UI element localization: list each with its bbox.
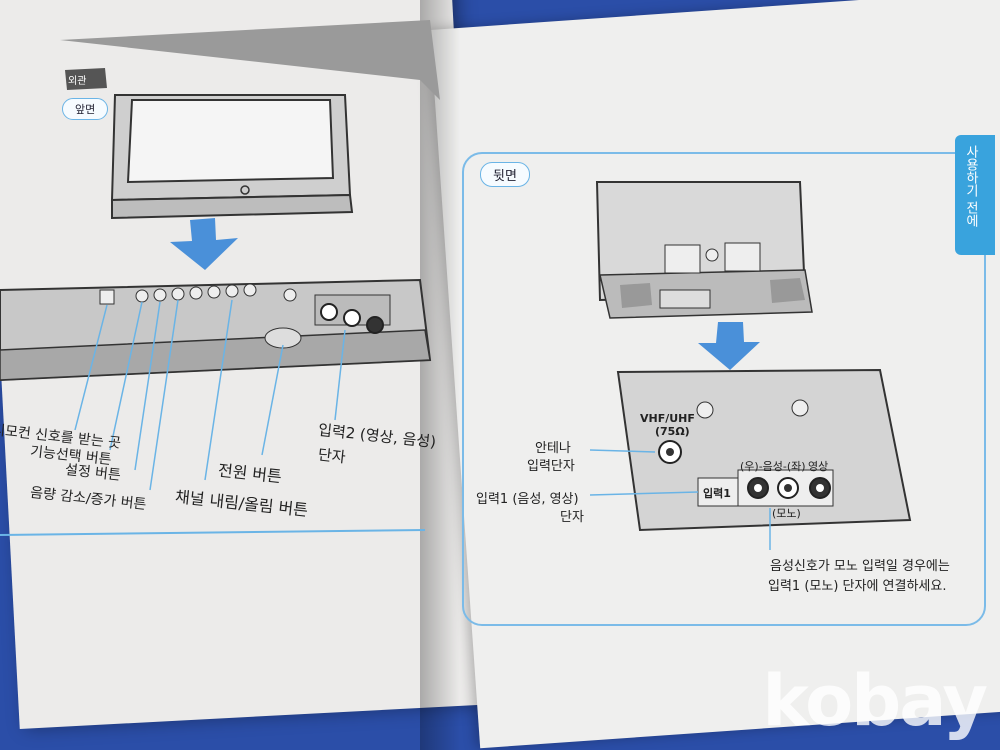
back-panel-enlarged: [616, 368, 912, 532]
watermark: kobay: [762, 660, 988, 742]
note-line1: 음성신호가 모노 입력일 경우에는: [770, 559, 950, 574]
back-section-box: [462, 152, 986, 626]
callout-input1-line1: 입력1 (음성, 영상): [476, 492, 579, 507]
left-section-divider: [0, 529, 426, 536]
panel-mono: (모노): [772, 507, 801, 520]
callout-antenna-line1: 안테나: [535, 441, 571, 456]
panel-vhf: VHF/UHF: [640, 412, 695, 425]
tv-front-drawing: [110, 94, 354, 220]
front-callout-lines: [74, 299, 346, 491]
panel-input1-box: 입력1: [703, 487, 731, 500]
down-arrow-back: [698, 322, 760, 370]
down-arrow-front: [170, 218, 238, 270]
section-tab: [65, 68, 107, 90]
back-label: 뒷면: [480, 162, 530, 187]
front-control-panel: [0, 278, 432, 382]
side-tab-label: 사용하기 전에: [963, 145, 978, 228]
tv-back-drawing: [595, 181, 813, 319]
panel-video-header: 영상: [808, 460, 829, 473]
panel-ohm: (75Ω): [655, 425, 690, 438]
callout-input1-line2: 단자: [560, 510, 584, 525]
callout-antenna-line2: 입력단자: [527, 459, 575, 474]
note-line2: 입력1 (모노) 단자에 연결하세요.: [768, 579, 947, 594]
header-band: [60, 20, 440, 100]
book-gutter-shadow: [420, 0, 460, 750]
section-label: 외관: [68, 76, 87, 87]
front-label: 앞면: [62, 98, 109, 120]
panel-audio-header: (우)-음성-(좌): [740, 460, 806, 473]
side-tab: 사용하기 전에: [955, 135, 995, 255]
back-callout-lines: [589, 449, 771, 550]
